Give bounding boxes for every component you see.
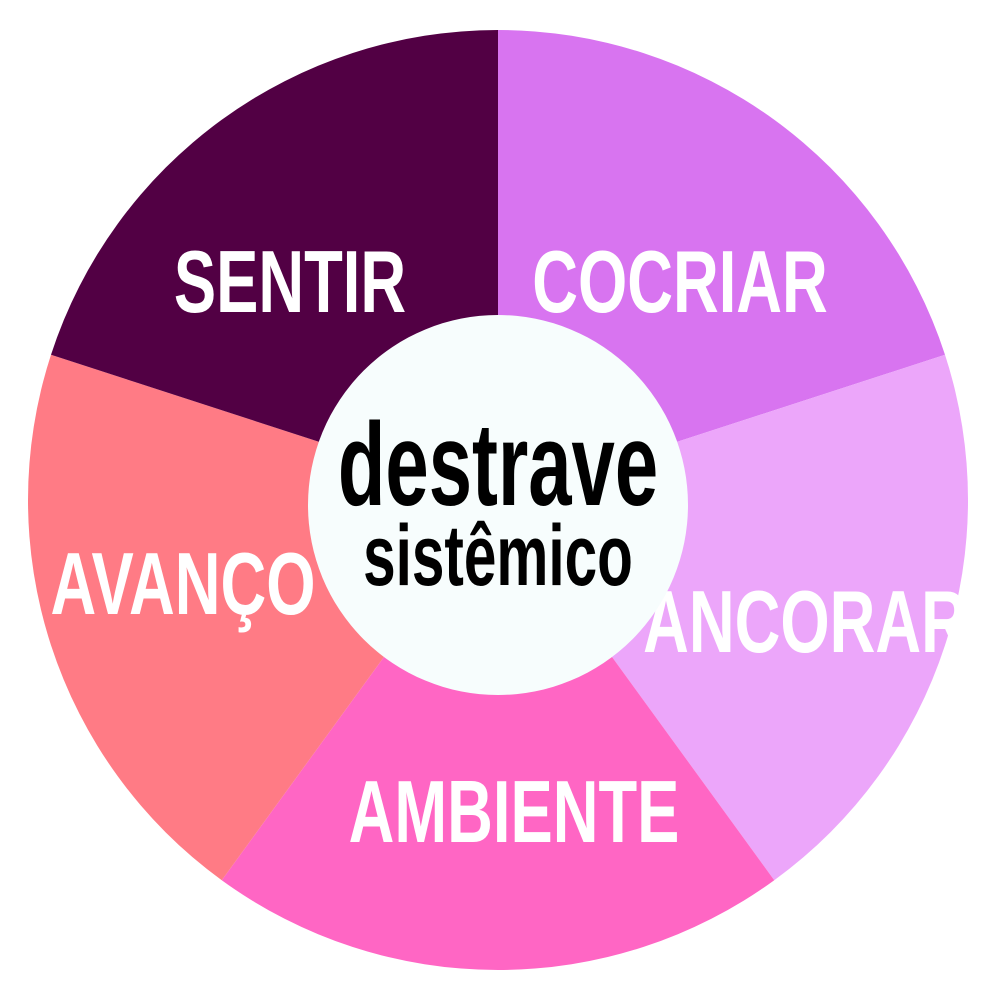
- segment-label-ambiente: AMBIENTE: [349, 764, 680, 862]
- segment-label-sentir: SENTIR: [174, 234, 406, 332]
- center-title-line2: sistêmico: [363, 507, 633, 604]
- segment-ambiente: [221, 500, 775, 970]
- center-circle: [308, 315, 688, 695]
- center-title-line1: destrave: [338, 399, 658, 531]
- segment-label-cocriar: COCRIAR: [532, 234, 828, 332]
- segment-label-ancorar: ANCORAR: [643, 574, 967, 672]
- segment-label-avanco: AVANÇO: [50, 536, 315, 634]
